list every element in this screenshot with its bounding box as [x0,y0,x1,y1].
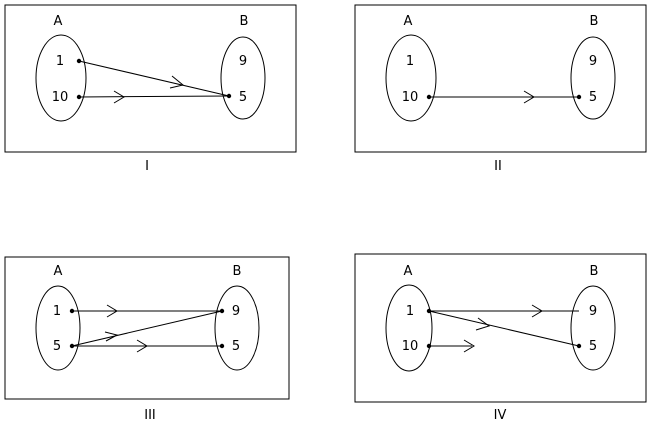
panel-1-set-a-oval [35,34,87,122]
panel-1-b-element-1: 9 [239,54,247,69]
panel-3-set-a-title: A [54,264,63,279]
panel-3-a-element-1: 1 [53,304,61,319]
panel-4-caption: IV [494,408,507,423]
panel-3-a-element-2: 5 [53,339,61,354]
panel-3-arrowhead-5-to-5 [136,339,148,353]
panel-4: A B 1 10 9 5 IV [354,253,647,423]
panel-4-arrowhead-1-to-5 [475,317,491,331]
panel-4-arrow-1-to-5 [428,310,580,347]
panel-4-set-b-oval [570,285,616,371]
panel-2-b-element-2: 5 [589,90,597,105]
panel-1-a-element-1: 1 [56,54,64,69]
panel-3-arrow-5-to-9 [71,310,223,347]
panel-2-set-b-title: B [590,14,599,29]
panel-3-b-element-1: 9 [232,304,240,319]
panel-2-b-element-1: 9 [589,54,597,69]
panel-4-arrowhead-10-unmapped [463,339,475,353]
panel-3-set-b-title: B [233,264,242,279]
panel-1-arrow-10-to-5 [78,95,230,98]
panel-2-set-a-oval [385,34,437,122]
panel-1-arrow-1-to-5 [78,60,230,97]
panel-4-b-element-2: 5 [589,339,597,354]
panel-1-set-b-oval [220,36,266,120]
panel-3-arrowhead-5-to-9 [104,331,119,342]
panel-4-set-b-title: B [590,264,599,279]
panel-2: A B 1 10 9 5 II [354,4,647,174]
panel-3: A B 1 5 9 5 III [4,256,290,423]
panel-1-a-element-2: 10 [52,90,69,105]
panel-1-arrowhead-1-to-5 [169,75,185,89]
panel-3-set-a-oval [35,285,81,371]
panel-2-set-a-title: A [404,14,413,29]
panel-1-frame [4,4,297,153]
panel-1-b-element-2: 5 [239,90,247,105]
panel-3-arrowhead-1-to-9 [106,304,118,318]
panel-1-set-a-title: A [54,14,63,29]
panel-3-frame [4,256,290,400]
panel-3-b-element-2: 5 [232,339,240,354]
panel-2-a-element-1: 1 [406,54,414,69]
panel-1-set-b-title: B [240,14,249,29]
panel-1: A B 1 10 9 5 I [4,4,297,174]
panel-2-caption: II [494,159,502,174]
panel-4-b-element-1: 9 [589,304,597,319]
panel-2-a-element-2: 10 [402,90,419,105]
panel-3-caption: III [144,408,156,423]
panel-4-set-a-oval [385,284,433,372]
panel-4-set-a-title: A [404,264,413,279]
panel-1-caption: I [145,159,149,174]
panel-1-arrowhead-10-to-5 [113,90,125,104]
panel-4-arrowhead-1-to-9 [531,304,543,318]
panel-4-frame [354,253,647,403]
panel-2-frame [354,4,647,153]
panel-2-set-b-oval [570,36,616,120]
panel-3-set-b-oval [214,285,260,371]
panel-4-a-element-1: 1 [406,304,414,319]
panel-4-a-element-2: 10 [402,339,419,354]
panel-2-arrowhead-10-to-5 [523,90,535,104]
